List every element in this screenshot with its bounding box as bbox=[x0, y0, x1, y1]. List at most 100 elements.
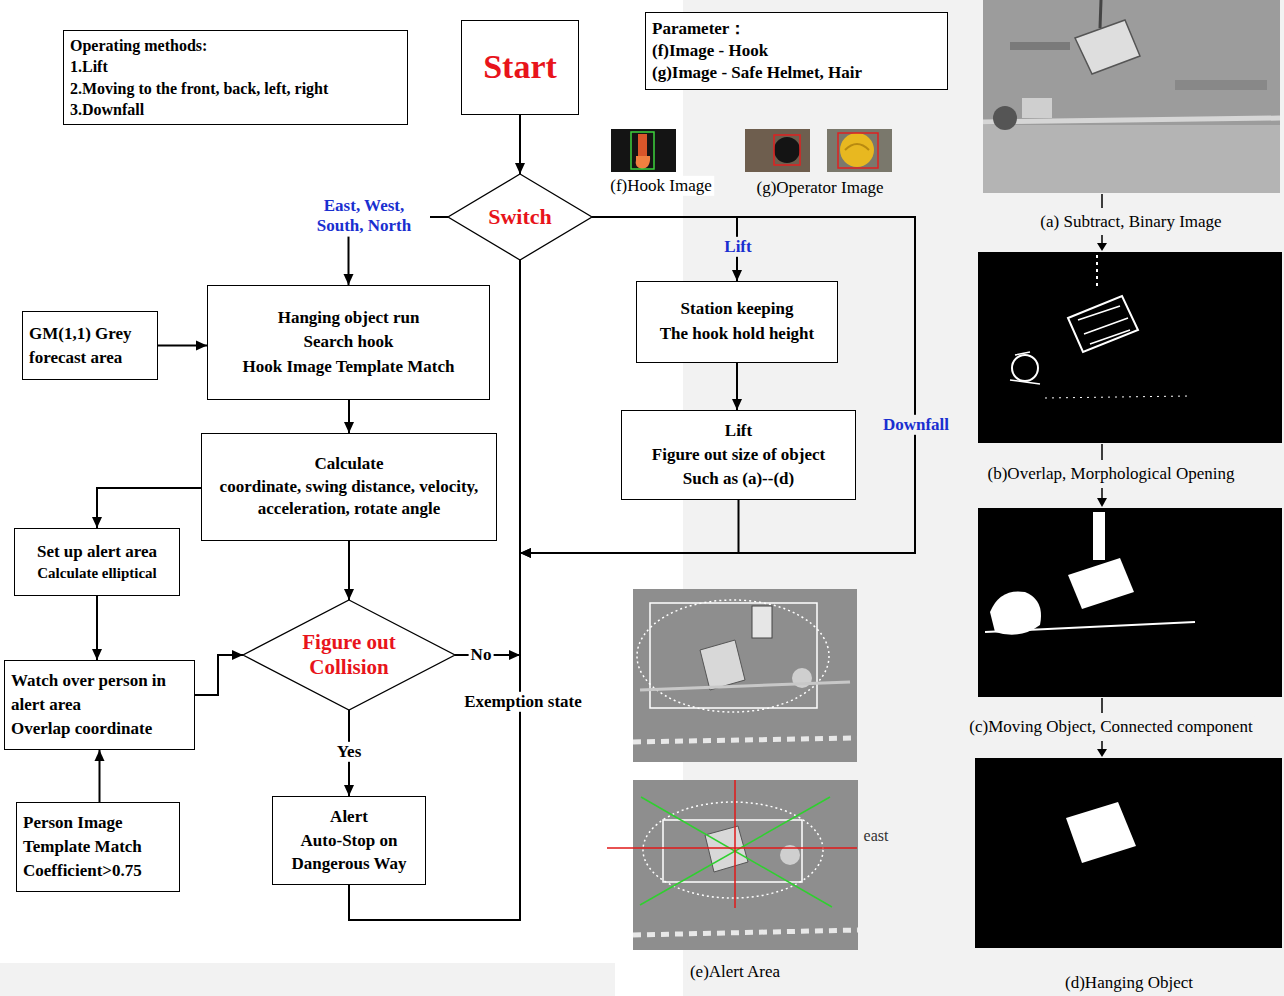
flow-connector bbox=[592, 217, 742, 281]
edge-label: East, West, South, North bbox=[298, 196, 430, 237]
box-heading: Parameter： bbox=[652, 18, 746, 40]
camera-photo bbox=[1022, 98, 1052, 118]
binary-image bbox=[1068, 296, 1138, 352]
arrow-head bbox=[95, 750, 105, 761]
box-text: Search hook bbox=[304, 330, 394, 355]
connector-line bbox=[195, 655, 243, 695]
camera-photo bbox=[983, 0, 1280, 193]
object-image bbox=[975, 758, 1282, 948]
arrow-head bbox=[515, 163, 525, 174]
diamond-text: Switch bbox=[488, 204, 552, 230]
alert-photo bbox=[752, 606, 772, 638]
alert-area-photo bbox=[633, 780, 858, 950]
box-heading: Switch bbox=[488, 204, 552, 230]
process-box: Station keepingThe hook hold height bbox=[636, 281, 838, 363]
connector-line bbox=[97, 488, 201, 528]
hook-photo bbox=[611, 129, 676, 172]
flow-arrow bbox=[1101, 194, 1103, 208]
camera-photo bbox=[983, 118, 1280, 122]
arrow-head bbox=[92, 517, 102, 528]
box-heading: Set up alert area bbox=[37, 540, 157, 564]
alert-area-photo bbox=[641, 797, 832, 907]
process-box: Watch over person in alert areaOverlap c… bbox=[4, 660, 195, 750]
flow-connector bbox=[732, 363, 742, 410]
figure-caption: (e)Alert Area bbox=[688, 962, 782, 982]
edge-label: Downfall bbox=[881, 415, 951, 435]
arrow-head bbox=[196, 341, 207, 351]
binary-image bbox=[1045, 396, 1190, 398]
box-heading: GM(1,1) Grey forecast area bbox=[29, 322, 151, 370]
operator-photo bbox=[774, 137, 800, 163]
box-text: 3.Downfall bbox=[70, 99, 144, 120]
object-image bbox=[1066, 802, 1136, 863]
arrow-head bbox=[732, 270, 742, 281]
camera-photo bbox=[1075, 20, 1140, 74]
camera-photo bbox=[1010, 42, 1070, 50]
binary-image bbox=[978, 252, 1282, 443]
box-text: Such as (a)--(d) bbox=[683, 467, 794, 491]
alert-photo bbox=[637, 600, 829, 712]
figure-caption: (a) Subtract, Binary Image bbox=[1038, 212, 1223, 232]
operator-photo bbox=[774, 135, 800, 165]
figure-caption: (f)Hook Image bbox=[608, 176, 714, 196]
flow-connector bbox=[92, 488, 201, 528]
opened-image bbox=[978, 508, 1282, 697]
alert-area-photo bbox=[633, 930, 858, 935]
box-text: coordinate, swing distance, velocity, ac… bbox=[208, 476, 490, 522]
box-heading: Calculate bbox=[315, 453, 384, 476]
flow-connector bbox=[158, 341, 207, 351]
flow-arrow bbox=[1101, 488, 1103, 499]
flow-arrow bbox=[1097, 498, 1107, 507]
binary-image bbox=[1096, 255, 1098, 290]
alert-area-photo bbox=[607, 780, 858, 950]
flow-connector bbox=[95, 750, 105, 802]
state-label: Exemption state bbox=[462, 692, 584, 712]
arrow-head bbox=[520, 548, 531, 558]
note-box: Parameter：(f)Image - Hook(g)Image - Safe… bbox=[645, 12, 948, 90]
camera-photo bbox=[1175, 80, 1267, 90]
alert-photo bbox=[650, 603, 817, 708]
operator-photo bbox=[745, 129, 810, 172]
flow-arrow bbox=[1101, 444, 1103, 460]
operator-photo bbox=[845, 144, 869, 150]
arrow-head bbox=[509, 650, 520, 660]
edge-label: No bbox=[469, 645, 494, 665]
alert-area-photo bbox=[734, 780, 736, 908]
box-heading: Figure out Collision bbox=[290, 630, 408, 680]
flow-arrow bbox=[1101, 698, 1103, 713]
direction-label: east bbox=[862, 826, 891, 845]
box-text: (f)Image - Hook bbox=[652, 40, 768, 62]
edge-label: Yes bbox=[335, 742, 364, 762]
alert-photo bbox=[633, 589, 857, 762]
opened-image bbox=[1093, 512, 1105, 560]
box-text: Hook Image Template Match bbox=[242, 355, 454, 380]
connector-line bbox=[592, 217, 737, 281]
note-box: Operating methods:1.Lift2.Moving to the … bbox=[63, 30, 408, 125]
hook-photo bbox=[631, 132, 654, 169]
operator-photo bbox=[838, 133, 878, 168]
figure-caption: (c)Moving Object, Connected component bbox=[967, 717, 1254, 737]
alert-photo bbox=[633, 589, 857, 762]
box-text: Coefficient>0.75 bbox=[23, 859, 142, 883]
panel-ground bbox=[0, 963, 615, 996]
arrow-head bbox=[732, 399, 742, 410]
alert-box: AlertAuto-Stop on Dangerous Way bbox=[272, 796, 426, 885]
arrow-head bbox=[344, 589, 354, 600]
flow-connector bbox=[195, 650, 243, 695]
hook-photo bbox=[638, 134, 647, 156]
operator-photo bbox=[840, 133, 874, 167]
input-box: Person Image Template MatchCoefficient>0… bbox=[16, 802, 180, 892]
decision-diamond: Switch bbox=[448, 174, 592, 260]
box-heading: Station keeping bbox=[681, 297, 794, 322]
figure-caption: (g)Operator Image bbox=[755, 178, 886, 198]
camera-photo bbox=[1100, 0, 1101, 28]
box-text: Calculate elliptical bbox=[37, 563, 157, 584]
arrow-head bbox=[344, 785, 354, 796]
opened-image bbox=[990, 591, 1041, 634]
opened-image bbox=[1068, 558, 1134, 609]
diamond-outline bbox=[448, 174, 592, 260]
opened-image bbox=[985, 622, 1195, 632]
diamond-outline bbox=[243, 600, 455, 710]
